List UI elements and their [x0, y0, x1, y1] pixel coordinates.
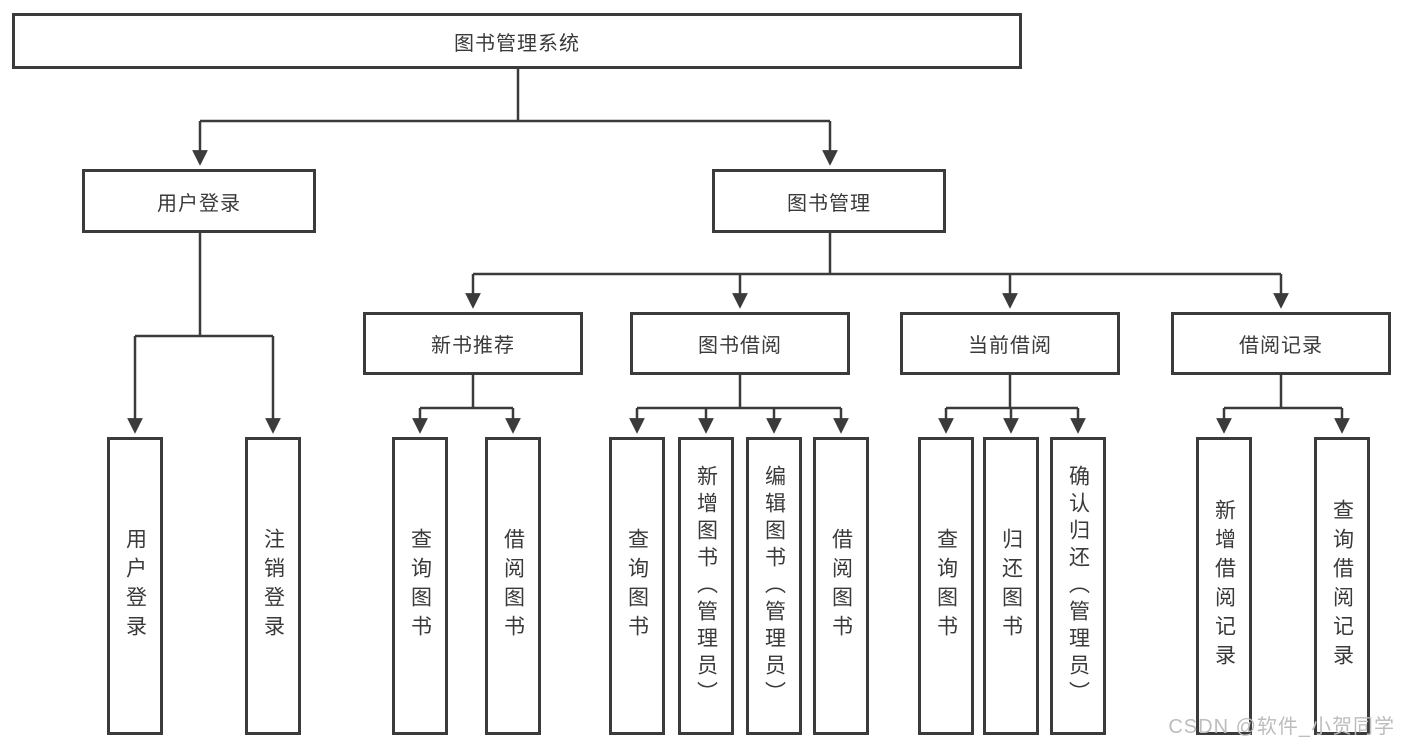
leaf-query-books-2-label: 查询图书 [625, 528, 649, 644]
leaf-borrow-books-1-label: 借阅图书 [501, 528, 525, 644]
node-user-login: 用户登录 [82, 169, 316, 233]
leaf-add-borrow-record: 新增借阅记录 [1196, 437, 1252, 735]
node-book-management: 图书管理 [712, 169, 946, 233]
leaf-logout-label: 注销登录 [261, 528, 285, 644]
leaf-query-borrow-record-label: 查询借阅记录 [1330, 499, 1354, 673]
node-user-login-label: 用户登录 [157, 192, 241, 215]
node-root-label: 图书管理系统 [454, 32, 580, 55]
node-current-borrow: 当前借阅 [900, 312, 1120, 375]
leaf-edit-books-admin: 编辑图书（管理员） [746, 437, 802, 735]
node-root: 图书管理系统 [12, 13, 1022, 69]
leaf-borrow-books-2-label: 借阅图书 [829, 528, 853, 644]
node-current-borrow-label: 当前借阅 [968, 335, 1052, 357]
leaf-user-login-label: 用户登录 [123, 528, 147, 644]
csdn-watermark: CSDN @软件_小贺同学 [1168, 716, 1395, 738]
node-new-book-recommend: 新书推荐 [363, 312, 583, 375]
leaf-add-books-admin-label: 新增图书（管理员） [694, 464, 718, 708]
leaf-user-login: 用户登录 [107, 437, 163, 735]
node-book-borrow-label: 图书借阅 [698, 335, 782, 357]
node-book-management-label: 图书管理 [787, 192, 871, 215]
leaf-return-books-label: 归还图书 [999, 528, 1023, 644]
leaf-logout: 注销登录 [245, 437, 301, 735]
leaf-edit-books-admin-label: 编辑图书（管理员） [762, 464, 786, 708]
leaf-query-borrow-record: 查询借阅记录 [1314, 437, 1370, 735]
node-borrow-records-label: 借阅记录 [1239, 335, 1323, 357]
leaf-borrow-books-2: 借阅图书 [813, 437, 869, 735]
leaf-query-books-1: 查询图书 [392, 437, 448, 735]
leaf-add-books-admin: 新增图书（管理员） [678, 437, 734, 735]
leaf-query-books-1-label: 查询图书 [408, 528, 432, 644]
leaf-return-books: 归还图书 [983, 437, 1039, 735]
leaf-borrow-books-1: 借阅图书 [485, 437, 541, 735]
node-borrow-records: 借阅记录 [1171, 312, 1391, 375]
leaf-query-books-3: 查询图书 [918, 437, 974, 735]
leaf-query-books-2: 查询图书 [609, 437, 665, 735]
node-new-book-recommend-label: 新书推荐 [431, 335, 515, 357]
leaf-confirm-return-admin: 确认归还（管理员） [1050, 437, 1106, 735]
leaf-add-borrow-record-label: 新增借阅记录 [1212, 499, 1236, 673]
leaf-confirm-return-admin-label: 确认归还（管理员） [1066, 464, 1090, 708]
node-book-borrow: 图书借阅 [630, 312, 850, 375]
leaf-query-books-3-label: 查询图书 [934, 528, 958, 644]
